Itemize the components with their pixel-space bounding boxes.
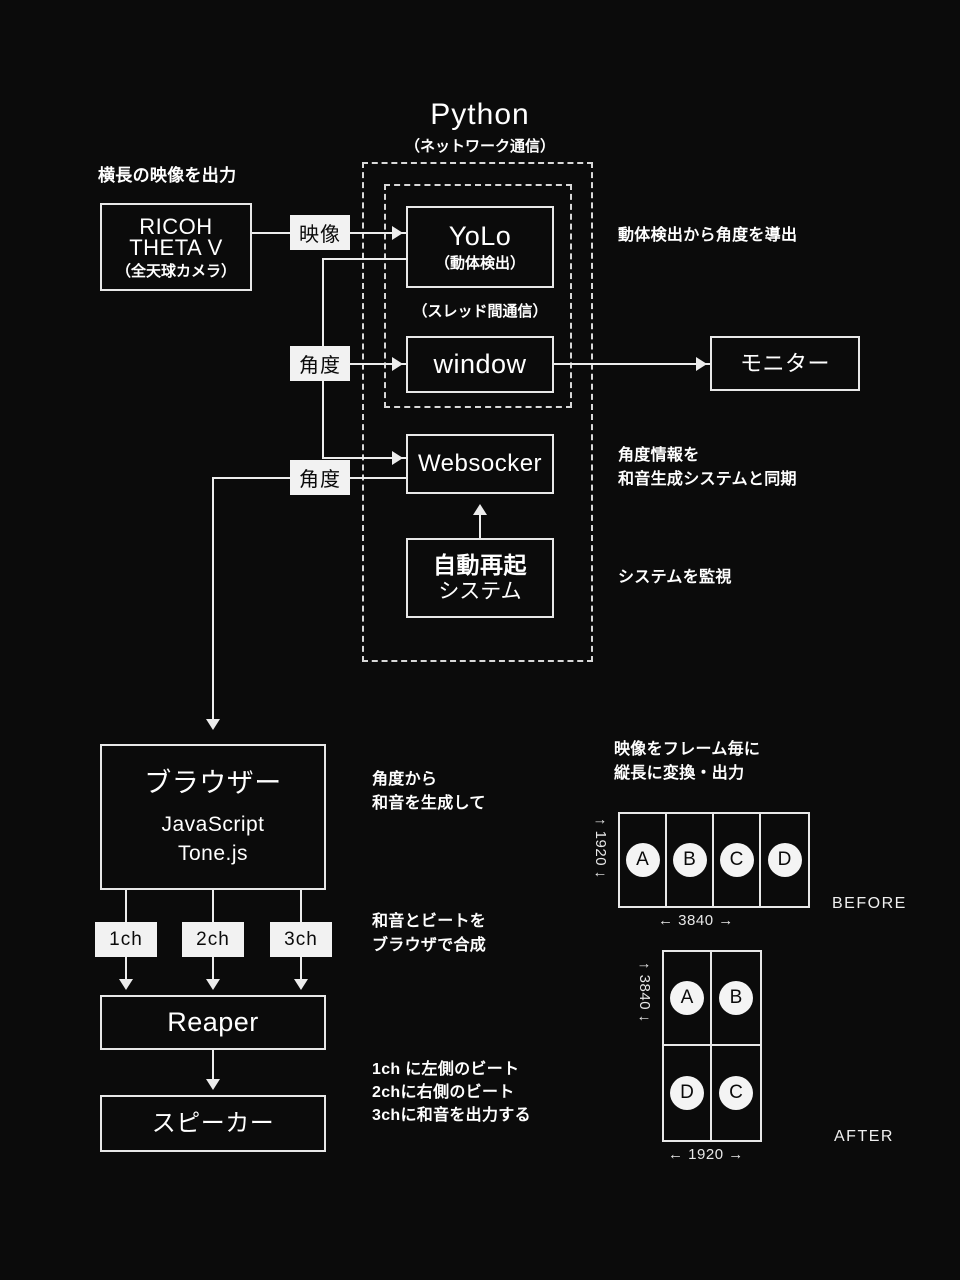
frame-after-label: AFTER <box>834 1128 894 1145</box>
arrow-autorestart-to-websocker <box>473 504 487 515</box>
frame-before-dot: C <box>719 843 754 877</box>
wire-window-to-monitor <box>554 363 710 365</box>
python-group-title: Python （ネットワーク通信） <box>360 98 600 156</box>
wire-label-ch3: 3ch <box>270 922 332 957</box>
wire-ch2-to-reaper <box>212 957 214 983</box>
wire-browser-trunk-v <box>212 477 214 719</box>
wire-label-angle-websocker: 角度 <box>290 460 350 495</box>
box-speaker[interactable]: スピーカー <box>100 1095 326 1152</box>
arrow-ch3-to-reaper <box>294 979 308 990</box>
arrow-angle-to-window <box>392 357 403 371</box>
frame-after-width-dim: ← 1920 → <box>668 1146 744 1163</box>
note-browser: 角度から 和音を生成して <box>372 771 486 812</box>
arrow-reaper-to-speaker <box>206 1079 220 1090</box>
frame-before-cell: C <box>714 814 761 906</box>
frame-after-dot: C <box>719 1076 753 1110</box>
note-websocker: 角度情報を 和音生成システムと同期 <box>618 447 797 488</box>
wire-label-ch1: 1ch <box>95 922 157 957</box>
wire-browser-ch1 <box>125 890 127 922</box>
frame-before-dot: D <box>767 843 802 877</box>
yolo-line2: （動体検出） <box>434 255 525 273</box>
frame-after: A B D C <box>662 950 762 1142</box>
wire-label-video: 映像 <box>290 215 350 250</box>
yolo-line1: YoLo <box>448 221 512 252</box>
wire-label-ch2: 2ch <box>182 922 244 957</box>
arrow-ch1-to-reaper <box>119 979 133 990</box>
frame-before-cell: A <box>620 814 667 906</box>
camera-output-note: 横長の映像を出力 <box>98 166 237 185</box>
box-camera[interactable]: RICOH THETA V （全天球カメラ） <box>100 203 252 291</box>
arrow-angle-to-websocker <box>392 451 403 465</box>
frame-after-cell: C <box>712 1046 760 1140</box>
speaker-line1: スピーカー <box>151 1109 275 1137</box>
frame-before-label: BEFORE <box>832 895 907 912</box>
arrow-ch2-to-reaper <box>206 979 220 990</box>
note-autorestart: システムを監視 <box>618 569 732 586</box>
wire-label-angle-window: 角度 <box>290 346 350 381</box>
python-title-text: Python <box>430 98 530 131</box>
arrow-camera-to-yolo <box>392 226 403 240</box>
wire-browser-ch3 <box>300 890 302 922</box>
frame-before-dot: A <box>625 843 660 877</box>
wire-browser-ch2 <box>212 890 214 922</box>
camera-line2: THETA V <box>129 234 223 260</box>
frame-after-dot: B <box>719 981 753 1015</box>
frame-before-height-dim: ↑ 1920 ↓ <box>592 818 609 879</box>
frame-before: A B C D <box>618 812 810 908</box>
frame-after-height-dim: ↑ 3840 ↓ <box>636 962 653 1023</box>
wire-ch1-to-reaper <box>125 957 127 983</box>
frame-after-dot: D <box>670 1076 704 1110</box>
reaper-line1: Reaper <box>167 1006 259 1037</box>
wire-reaper-to-speaker <box>212 1050 214 1083</box>
browser-line3: Tone.js <box>177 841 249 865</box>
frame-before-cell: B <box>667 814 714 906</box>
box-reaper[interactable]: Reaper <box>100 995 326 1050</box>
arrow-trunk-to-browser <box>206 719 220 730</box>
websocker-line1: Websocker <box>417 450 543 478</box>
frame-after-dot: A <box>670 981 704 1015</box>
window-line1: window <box>433 348 527 379</box>
note-output-channels: 1ch に左側のビート 2chに右側のビート 3chに和音を出力する <box>372 1061 531 1125</box>
box-yolo[interactable]: YoLo （動体検出） <box>406 206 554 288</box>
box-browser[interactable]: ブラウザー JavaScript Tone.js <box>100 744 326 890</box>
autorestart-line1: 自動再起 <box>433 551 527 578</box>
note-yolo: 動体検出から角度を導出 <box>618 227 798 244</box>
wire-angle-to-window <box>322 363 406 365</box>
browser-line1: ブラウザー <box>144 768 282 799</box>
box-websocker[interactable]: Websocker <box>406 434 554 494</box>
autorestart-line2: システム <box>438 580 522 604</box>
python-outer-dashed-group <box>362 162 593 662</box>
note-channels: 和音とビートを ブラウザで合成 <box>372 913 487 954</box>
wire-ch3-to-reaper <box>300 957 302 983</box>
camera-line3: （全天球カメラ） <box>115 263 236 281</box>
python-subtitle-text: （ネットワーク通信） <box>404 138 555 155</box>
frame-after-cell: B <box>712 952 760 1046</box>
frame-before-cell: D <box>761 814 808 906</box>
box-window[interactable]: window <box>406 336 554 393</box>
note-frames: 映像をフレーム毎に 縦長に変換・出力 <box>614 741 761 782</box>
wire-yolo-out-h <box>322 258 408 260</box>
wire-autorestart-to-websocker <box>479 508 481 538</box>
wire-angle-to-websocker <box>322 457 408 459</box>
browser-line2: JavaScript <box>161 813 265 837</box>
frame-before-width-dim: ← 3840 → <box>658 912 734 929</box>
box-auto-restart[interactable]: 自動再起 システム <box>406 538 554 618</box>
monitor-line1: モニター <box>739 350 830 376</box>
arrow-window-to-monitor <box>696 357 707 371</box>
frame-before-dot: B <box>672 843 707 877</box>
frame-after-cell: A <box>664 952 712 1046</box>
thread-inner-dashed-group <box>384 184 572 408</box>
thread-communication-label: （スレッド間通信） <box>412 303 548 320</box>
frame-after-cell: D <box>664 1046 712 1140</box>
camera-line1: RICOH <box>139 213 213 239</box>
box-monitor[interactable]: モニター <box>710 336 860 391</box>
